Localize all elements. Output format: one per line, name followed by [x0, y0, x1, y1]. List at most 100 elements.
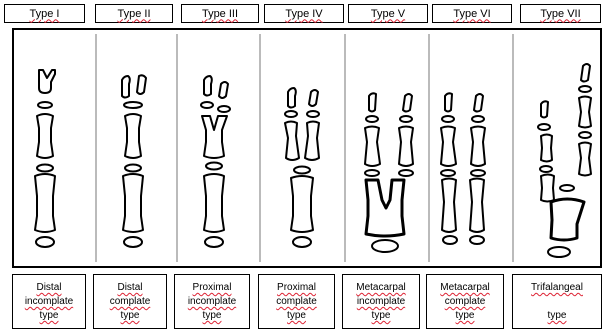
type-5-proximal-phalanx-left [365, 127, 380, 167]
label-type-6-line-2: complate [445, 296, 486, 307]
header-type-3: Type III [181, 4, 259, 23]
type-5-distal-phalanx-left [369, 93, 376, 111]
label-type-3-line-2: incomplate [188, 296, 236, 307]
type-7-metacarpal [551, 199, 584, 240]
type-3-forked-proximal-phalanx [202, 116, 227, 158]
label-type-5-line-1: Metacarpal [356, 282, 405, 293]
type-6-distal-phalanx-left [445, 93, 452, 111]
thumb-duplication-panel [12, 28, 602, 268]
type-7-sesamoid-left-2 [540, 166, 552, 172]
type-1-proximal-phalanx [37, 114, 53, 158]
label-type-7-line-3: type [548, 310, 567, 321]
type-7-mcp-sesamoid [560, 185, 574, 191]
label-type-6: Metacarpal complate type [426, 274, 504, 329]
type-6-mcp-sesamoid-right [471, 170, 485, 176]
type-2-proximal-phalanx [125, 114, 141, 158]
type-3-distal-phalanx-right [219, 82, 228, 98]
type-2-metacarpal [123, 174, 143, 232]
type-3-bones [201, 76, 230, 247]
type-3-carpal [205, 237, 223, 247]
type-3-metacarpal [204, 174, 224, 232]
type-5-mcp-sesamoid-left [365, 170, 379, 176]
label-type-1: Distal incomplate type [12, 274, 86, 329]
label-type-4-line-3: type [287, 310, 306, 321]
label-type-7-line-1: Trifalangeal [531, 282, 583, 293]
label-type-4-line-2: complate [276, 296, 317, 307]
type-6-metacarpal-left [442, 179, 456, 233]
type-4-sesamoid-right [307, 111, 319, 117]
type-5-forked-metacarpal [366, 180, 404, 236]
type-1-bones [35, 70, 55, 247]
label-type-1-line-1: Distal [36, 282, 61, 293]
label-type-3-line-3: type [203, 310, 222, 321]
header-type-4: Type IV [264, 4, 344, 23]
column-dividers [96, 34, 513, 262]
type-7-distal-phalanx-left [541, 101, 548, 117]
type-4-proximal-phalanx-right [305, 122, 319, 161]
type-7-sesamoid-left [538, 124, 550, 130]
label-type-6-line-3: type [456, 310, 475, 321]
label-type-4: Proximal complate type [258, 274, 335, 329]
type-7-proximal-phalanx-right [579, 143, 591, 176]
label-type-7: Trifalangeal type [512, 274, 602, 329]
header-type-2-text: Type II [117, 8, 150, 20]
type-5-distal-phalanx-right [403, 94, 412, 112]
type-4-proximal-phalanx-left [285, 122, 299, 161]
header-type-3-text: Type III [202, 8, 238, 20]
label-type-2: Distal complate type [93, 274, 167, 329]
type-7-middle-phalanx-right [579, 97, 591, 128]
header-type-1-text: Type I [30, 8, 60, 20]
type-3-sesamoid-right [218, 106, 230, 112]
type-1-metacarpal [35, 174, 55, 232]
type-6-proximal-phalanx-left [441, 127, 456, 167]
type-6-carpal-right [470, 236, 484, 244]
type-7-carpal [548, 247, 570, 257]
type-6-sesamoid-right [472, 116, 484, 122]
type-4-mcp-sesamoid [294, 167, 310, 174]
type-4-carpal [293, 237, 311, 247]
type-7-sesamoid-right [579, 86, 591, 92]
header-type-5-text: Type V [371, 8, 405, 20]
type-6-proximal-phalanx-right [471, 127, 485, 167]
type-6-mcp-sesamoid-left [441, 170, 455, 176]
type-2-bones [122, 75, 146, 247]
label-type-2-line-3: type [121, 310, 140, 321]
label-type-1-line-2: incomplate [25, 296, 73, 307]
type-2-distal-phalanx-right [137, 75, 146, 94]
type-7-bones [538, 64, 591, 257]
type-5-proximal-phalanx-right [399, 127, 413, 167]
type-6-metacarpal-right [470, 179, 484, 233]
type-3-distal-phalanx-left [204, 76, 212, 96]
type-4-bones [285, 88, 319, 247]
type-5-carpal [372, 240, 398, 252]
type-7-sesamoid-right-2 [579, 132, 591, 138]
header-type-7: Type VII [520, 4, 601, 23]
type-6-bones [441, 93, 485, 244]
header-type-5: Type V [348, 4, 428, 23]
label-type-5-line-2: incomplate [357, 296, 405, 307]
type-5-sesamoid-right [400, 116, 412, 122]
type-4-metacarpal [291, 176, 313, 232]
label-type-2-line-1: Distal [117, 282, 142, 293]
label-type-2-line-2: complate [110, 296, 151, 307]
type-1-mcp-sesamoid [37, 165, 53, 172]
label-type-3-line-1: Proximal [193, 282, 232, 293]
header-type-6-text: Type VI [453, 8, 490, 20]
label-type-3: Proximal incomplate type [174, 274, 250, 329]
header-type-1: Type I [4, 4, 85, 23]
type-2-carpal [124, 237, 142, 247]
label-type-5: Metacarpal incomplate type [342, 274, 420, 329]
type-1-carpal [36, 237, 54, 247]
label-type-1-line-3: type [40, 310, 59, 321]
label-type-4-line-1: Proximal [277, 282, 316, 293]
header-type-2: Type II [95, 4, 173, 23]
type-4-distal-phalanx-left [288, 88, 296, 108]
type-4-sesamoid-left [285, 111, 297, 117]
type-7-distal-phalanx-right [581, 64, 590, 82]
header-type-6: Type VI [432, 4, 512, 23]
type-5-mcp-sesamoid-right [399, 170, 413, 176]
type-5-sesamoid-left [366, 116, 378, 122]
type-2-mcp-sesamoid [125, 165, 141, 172]
header-type-7-text: Type VII [540, 8, 580, 20]
label-type-5-line-3: type [372, 310, 391, 321]
